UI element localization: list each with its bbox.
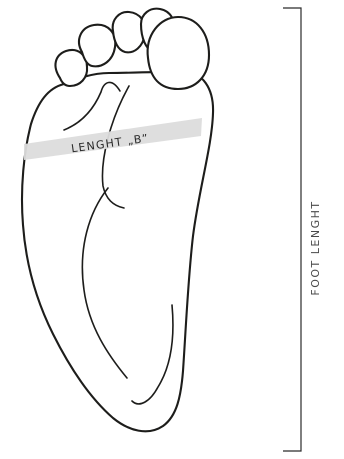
foot-length-measurement: FOOT LENGHT (283, 8, 322, 451)
fourth-toe (79, 25, 115, 67)
foot-length-bracket (283, 8, 301, 451)
big-toe (148, 17, 209, 89)
foot-length-label: FOOT LENGHT (309, 200, 322, 295)
third-toe (113, 12, 146, 52)
foot-outline (22, 9, 213, 432)
